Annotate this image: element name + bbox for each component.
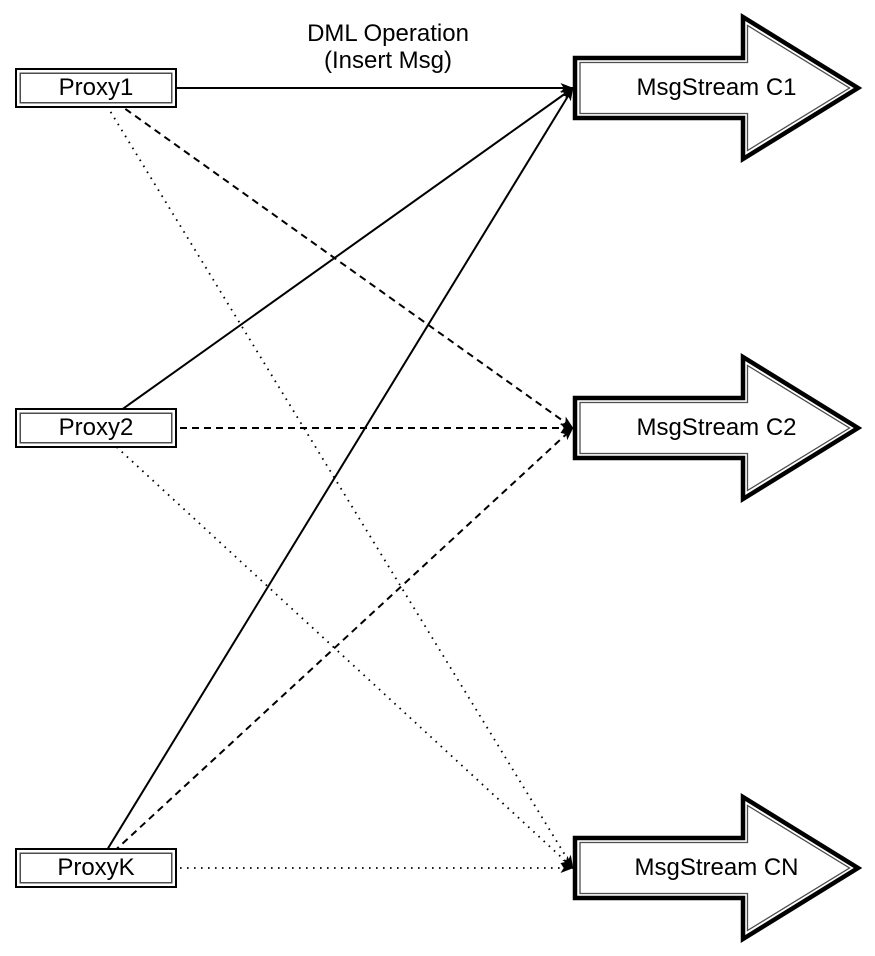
- block-arrow-icon: [572, 12, 863, 164]
- edge-proxyk-c2: [95, 427, 574, 869]
- proxy1-label: Proxy1: [58, 74, 134, 101]
- block-arrow-inner-line: [579, 364, 851, 492]
- dml-operation-label-line1: DML Operation: [307, 20, 469, 47]
- msgstream-cn-arrow: [572, 792, 863, 944]
- block-arrow-inner-line: [579, 804, 851, 932]
- block-arrow-icon: [572, 792, 863, 944]
- msgstream-c1-arrow: [572, 12, 863, 164]
- proxy2-label: Proxy2: [58, 414, 134, 441]
- block-arrow-icon: [572, 352, 863, 504]
- proxy1-node: Proxy1: [15, 68, 177, 108]
- msgstream-c2-label: MsgStream C2: [636, 414, 797, 441]
- connector-lines: [95, 83, 574, 873]
- dml-operation-label-line2: (Insert Msg): [323, 47, 452, 74]
- proxyk-label: ProxyK: [57, 854, 135, 881]
- msgstream-c2-arrow: [572, 352, 863, 504]
- block-arrow-inner-line: [579, 24, 851, 152]
- msgstream-cn-label: MsgStream CN: [634, 854, 799, 881]
- edge-proxy2-c1: [95, 87, 574, 429]
- proxyk-node: ProxyK: [15, 848, 177, 888]
- edge-proxyk-c1: [95, 87, 574, 869]
- proxy2-node: Proxy2: [15, 408, 177, 448]
- dml-operation-label: DML Operation (Insert Msg): [258, 20, 518, 74]
- msgstream-c1-label: MsgStream C1: [636, 74, 797, 101]
